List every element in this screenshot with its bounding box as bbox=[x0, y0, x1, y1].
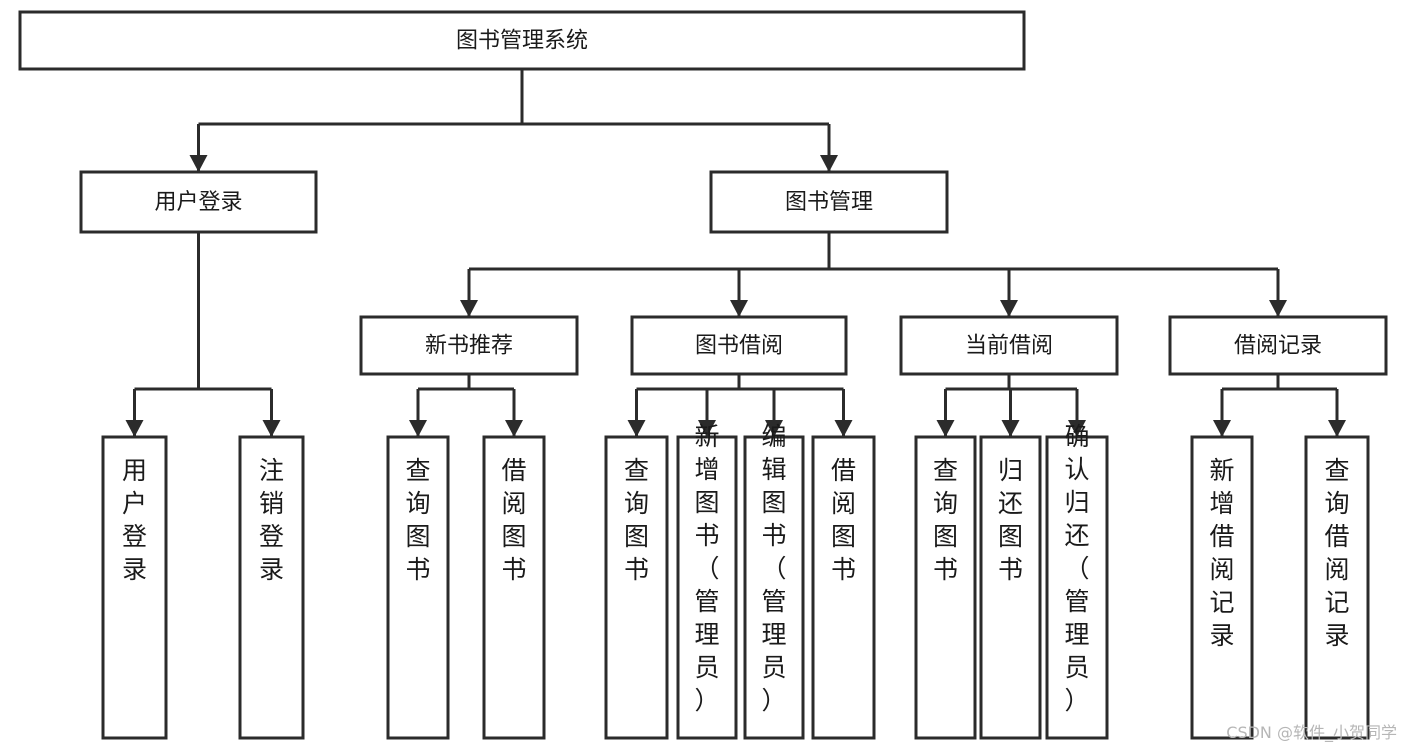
connector-current-borrow bbox=[936, 374, 1086, 437]
node-borrow-record[interactable]: 借阅记录 bbox=[1168, 315, 1388, 376]
book-manage-label: 图书管理 bbox=[785, 190, 873, 215]
arrow-head-icon bbox=[698, 420, 716, 437]
arrow-head-icon bbox=[1328, 420, 1346, 437]
book-manage-box[interactable] bbox=[709, 170, 949, 234]
leaf-b2-label: 借阅图书 bbox=[831, 456, 856, 584]
leaf-add-book-label: 新增图书（管理员） bbox=[694, 422, 719, 715]
node-root[interactable]: 图书管理系统 bbox=[18, 10, 1026, 71]
node-leaf-q3[interactable]: 查询图书 bbox=[914, 435, 977, 740]
arrow-head-icon bbox=[262, 420, 281, 437]
user-login-box[interactable] bbox=[79, 170, 318, 234]
node-leaf-add-book[interactable]: 新增图书（管理员） bbox=[676, 422, 738, 740]
user-login-label: 用户登录 bbox=[154, 190, 242, 215]
root-box[interactable] bbox=[18, 10, 1026, 71]
node-leaf-add-record[interactable]: 新增借阅记录 bbox=[1190, 435, 1254, 740]
node-book-manage[interactable]: 图书管理 bbox=[709, 170, 949, 234]
leaf-q1-label: 查询图书 bbox=[405, 456, 430, 584]
arrow-head-icon bbox=[936, 420, 955, 437]
book-borrow-box[interactable] bbox=[630, 315, 848, 376]
node-layer: 图书管理系统用户登录图书管理新书推荐图书借阅当前借阅借阅记录用户登录注销登录查询… bbox=[18, 10, 1388, 740]
leaf-return-label: 归还图书 bbox=[998, 456, 1023, 584]
connector-book-manage bbox=[460, 232, 1287, 317]
leaf-edit-book-box[interactable] bbox=[743, 435, 805, 740]
arrow-head-icon bbox=[730, 300, 748, 317]
leaf-query-record-box[interactable] bbox=[1304, 435, 1370, 740]
connector-root bbox=[189, 69, 838, 172]
leaf-add-book-box[interactable] bbox=[676, 435, 738, 740]
leaf-add-record-label: 新增借阅记录 bbox=[1209, 456, 1234, 650]
connector-user-login bbox=[125, 232, 281, 437]
node-current-borrow[interactable]: 当前借阅 bbox=[899, 315, 1119, 376]
node-user-login[interactable]: 用户登录 bbox=[79, 170, 318, 234]
arrow-head-icon bbox=[627, 420, 646, 437]
arrow-head-icon bbox=[1000, 300, 1018, 317]
arrow-head-icon bbox=[1269, 300, 1287, 317]
node-leaf-confirm-return[interactable]: 确认归还（管理员） bbox=[1045, 422, 1109, 740]
leaf-q2-box[interactable] bbox=[604, 435, 669, 740]
leaf-add-record-box[interactable] bbox=[1190, 435, 1254, 740]
leaf-q2-label: 查询图书 bbox=[624, 456, 649, 584]
node-leaf-q2[interactable]: 查询图书 bbox=[604, 435, 669, 740]
current-borrow-label: 当前借阅 bbox=[965, 334, 1053, 359]
leaf-confirm-return-box[interactable] bbox=[1045, 435, 1109, 740]
node-leaf-q1[interactable]: 查询图书 bbox=[386, 435, 450, 740]
node-leaf-b1[interactable]: 借阅图书 bbox=[482, 435, 546, 740]
current-borrow-box[interactable] bbox=[899, 315, 1119, 376]
node-user-logout-leaf[interactable]: 注销登录 bbox=[238, 435, 305, 740]
root-label: 图书管理系统 bbox=[456, 29, 588, 54]
borrow-record-label: 借阅记录 bbox=[1234, 334, 1322, 359]
leaf-query-record-label: 查询借阅记录 bbox=[1324, 456, 1349, 650]
arrow-head-icon bbox=[765, 420, 783, 437]
leaf-q3-label: 查询图书 bbox=[933, 456, 958, 584]
node-book-borrow[interactable]: 图书借阅 bbox=[630, 315, 848, 376]
node-leaf-edit-book[interactable]: 编辑图书（管理员） bbox=[743, 422, 805, 740]
arrow-head-icon bbox=[125, 420, 144, 437]
user-login-leaf-box[interactable] bbox=[101, 435, 168, 740]
leaf-q3-box[interactable] bbox=[914, 435, 977, 740]
arrow-head-icon bbox=[189, 155, 208, 172]
user-logout-leaf-box[interactable] bbox=[238, 435, 305, 740]
leaf-b2-box[interactable] bbox=[811, 435, 876, 740]
connector-layer bbox=[125, 69, 1346, 437]
leaf-b1-label: 借阅图书 bbox=[501, 456, 526, 584]
new-book-rec-box[interactable] bbox=[359, 315, 579, 376]
borrow-record-box[interactable] bbox=[1168, 315, 1388, 376]
leaf-edit-book-label: 编辑图书（管理员） bbox=[761, 422, 786, 715]
arrow-head-icon bbox=[1068, 420, 1086, 437]
leaf-return-box[interactable] bbox=[979, 435, 1042, 740]
new-book-rec-label: 新书推荐 bbox=[425, 334, 513, 359]
arrow-head-icon bbox=[505, 420, 523, 437]
node-leaf-b2[interactable]: 借阅图书 bbox=[811, 435, 876, 740]
arrow-head-icon bbox=[834, 420, 853, 437]
user-logout-leaf-label: 注销登录 bbox=[259, 456, 284, 584]
arrow-head-icon bbox=[460, 300, 478, 317]
arrow-head-icon bbox=[820, 155, 838, 172]
node-leaf-return[interactable]: 归还图书 bbox=[979, 435, 1042, 740]
leaf-confirm-return-label: 确认归还（管理员） bbox=[1064, 422, 1089, 715]
node-leaf-query-record[interactable]: 查询借阅记录 bbox=[1304, 435, 1370, 740]
arrow-head-icon bbox=[409, 420, 427, 437]
user-login-leaf-label: 用户登录 bbox=[122, 456, 147, 584]
arrow-head-icon bbox=[1213, 420, 1231, 437]
node-new-book-rec[interactable]: 新书推荐 bbox=[359, 315, 579, 376]
book-borrow-label: 图书借阅 bbox=[695, 334, 783, 359]
connector-new-book-rec bbox=[409, 374, 523, 437]
node-user-login-leaf[interactable]: 用户登录 bbox=[101, 435, 168, 740]
leaf-b1-box[interactable] bbox=[482, 435, 546, 740]
connector-book-borrow bbox=[627, 374, 853, 437]
arrow-head-icon bbox=[1001, 420, 1020, 437]
leaf-q1-box[interactable] bbox=[386, 435, 450, 740]
connector-borrow-record bbox=[1213, 374, 1346, 437]
